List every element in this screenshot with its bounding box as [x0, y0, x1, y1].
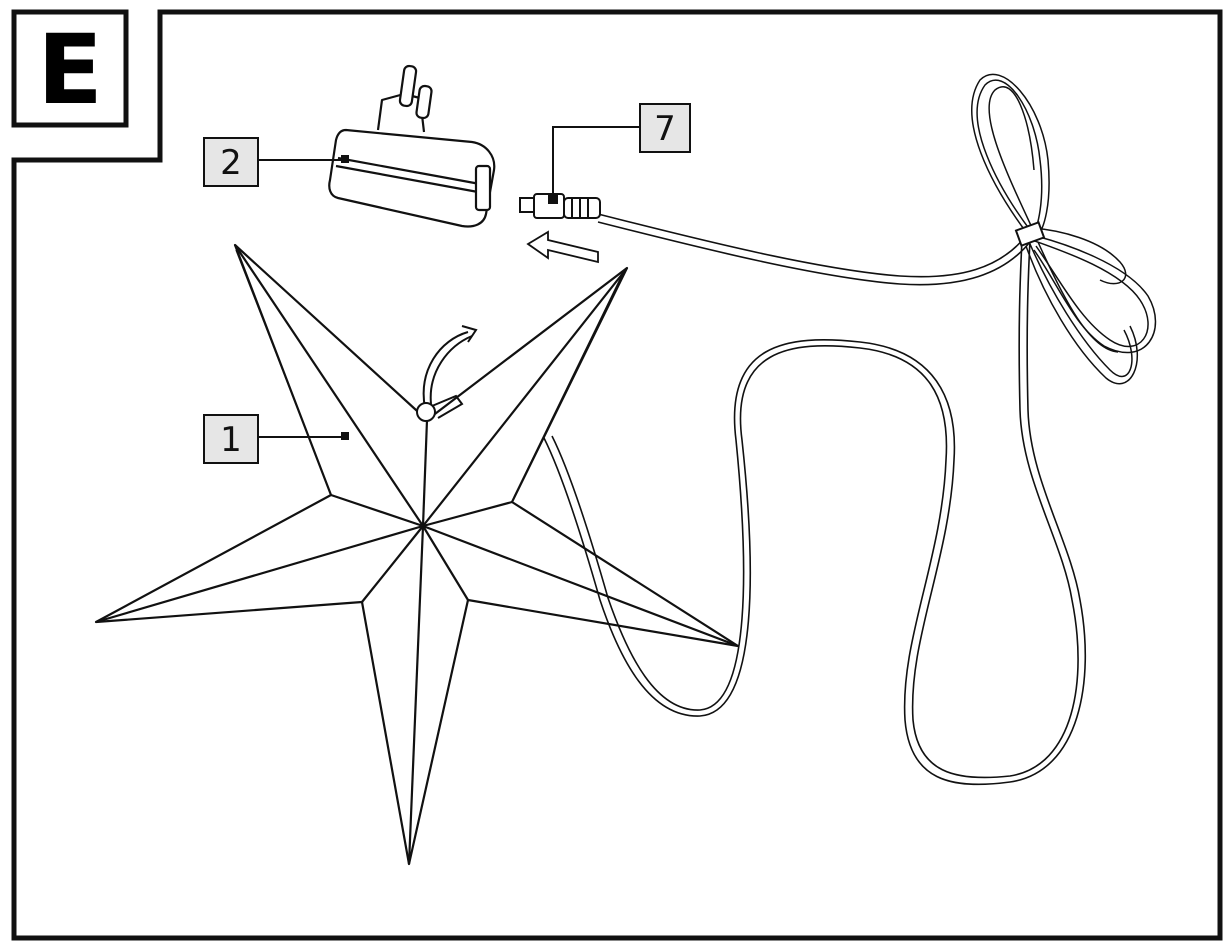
callout-2: 2 [203, 137, 349, 187]
callout-7-number: 7 [654, 109, 676, 149]
insertion-arrow [526, 230, 599, 264]
callout-2-number: 2 [220, 143, 242, 183]
coiled-cable [971, 73, 1157, 385]
callout-1-number: 1 [220, 420, 242, 460]
corner-label-text: E [37, 14, 103, 126]
callout-7: 7 [548, 103, 691, 204]
callout-1: 1 [203, 414, 349, 464]
paper-star [94, 243, 740, 866]
power-adapter [328, 64, 496, 228]
hanging-loop [416, 325, 478, 422]
diagram-frame [11, 9, 1223, 941]
power-cable [543, 213, 1087, 786]
corner-label: E [11, 9, 129, 128]
dc-plug [519, 193, 601, 219]
